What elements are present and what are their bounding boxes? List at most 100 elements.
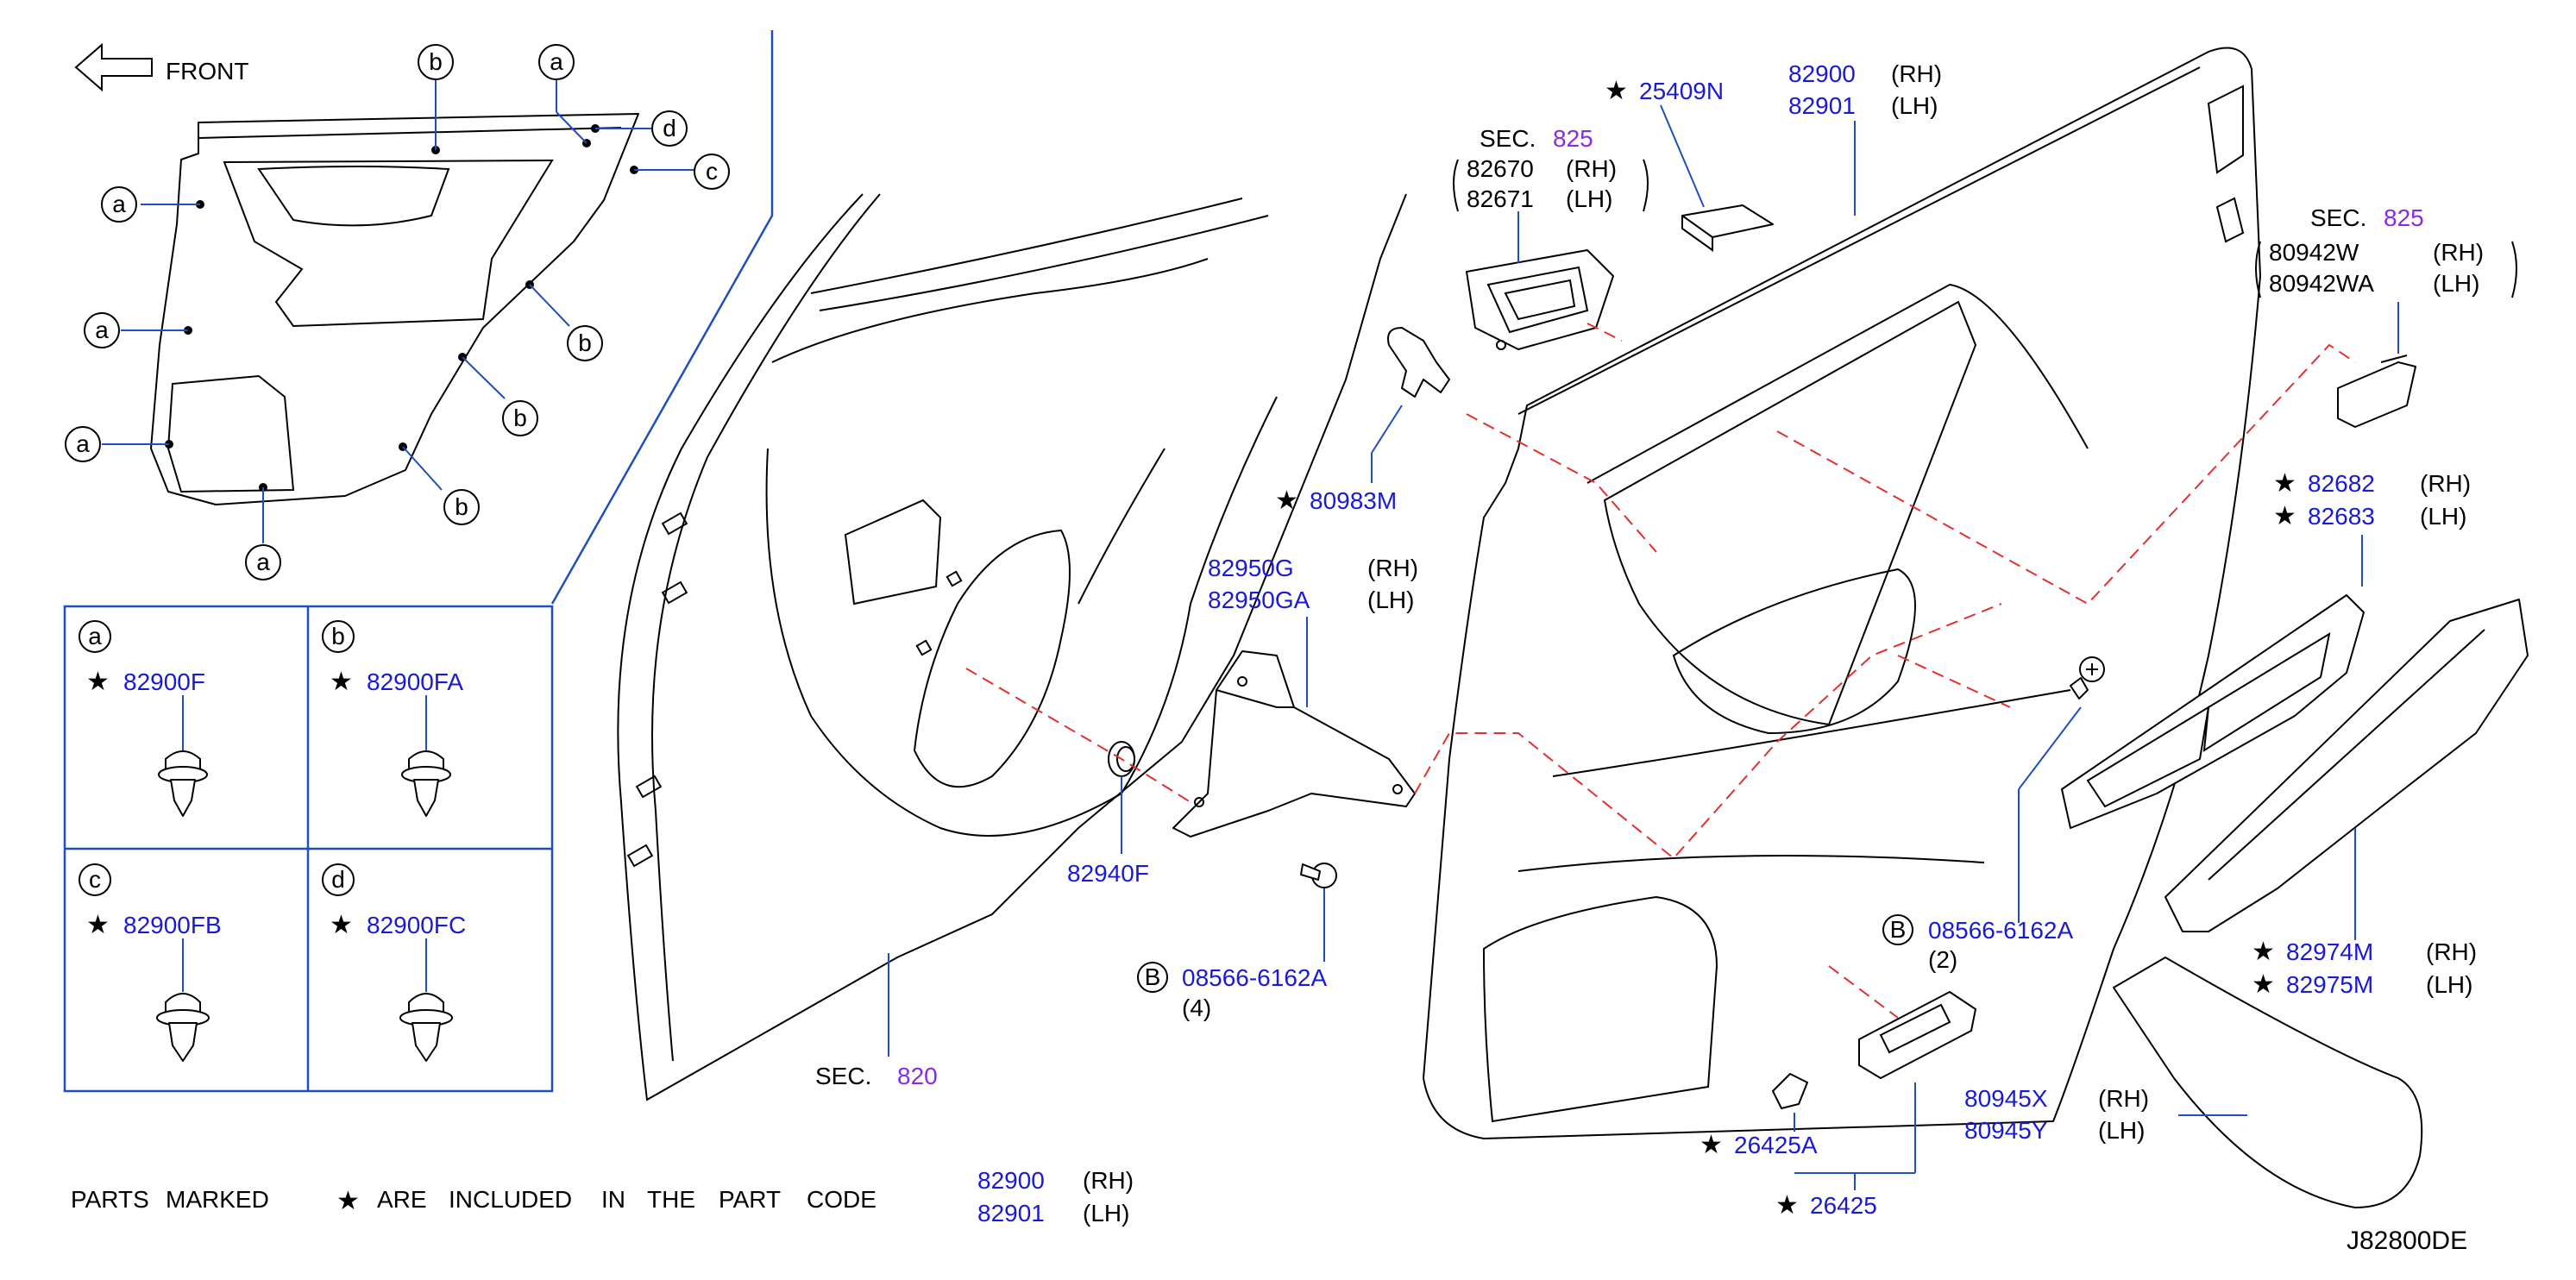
label-sec820: SEC. 820	[815, 953, 938, 1089]
star-icon: ★	[336, 1187, 360, 1215]
svg-text:d: d	[663, 115, 676, 141]
part-number-82950g[interactable]: 82950G	[1208, 555, 1294, 581]
star-icon: ★	[2252, 938, 2275, 966]
section-ref-825[interactable]: 825	[1553, 125, 1593, 152]
svg-text:(LH): (LH)	[1083, 1200, 1129, 1227]
bulb-26425a	[1772, 1073, 1808, 1109]
part-number-80945x[interactable]: 80945X	[1964, 1085, 2048, 1112]
label-82900-bottom: 82900 (RH) 82901 (LH)	[977, 1167, 1134, 1227]
svg-text:c: c	[89, 866, 101, 893]
svg-text:a: a	[88, 623, 102, 649]
callout-a3: a	[65, 426, 101, 462]
part-number-82950ga[interactable]: 82950GA	[1208, 587, 1310, 613]
svg-text:80942W: 80942W	[2269, 239, 2359, 266]
svg-text:PART: PART	[719, 1186, 781, 1213]
assembly-guide-lines	[965, 323, 2356, 1019]
bracket-82950g	[1172, 650, 1416, 838]
front-indicator: FRONT	[74, 42, 248, 92]
clip-cell-b: b ★ 82900FA	[322, 620, 463, 817]
part-number-82974m[interactable]: 82974M	[2286, 938, 2373, 965]
clip-d-part-number: 82900FC	[367, 912, 466, 938]
star-icon: ★	[2252, 970, 2275, 999]
pad-80945x	[2113, 957, 2423, 1208]
part-number-82975m[interactable]: 82975M	[2286, 971, 2373, 998]
label-sec825-82670: SEC. 825 82670 (RH) 82671 (LH)	[1453, 125, 1649, 263]
switch-80942w	[2337, 355, 2416, 428]
label-80945x: 80945X (RH) 80945Y (LH)	[1964, 1085, 2247, 1144]
svg-text:IN: IN	[601, 1186, 625, 1213]
clip-c-part-number: 82900FB	[123, 912, 222, 938]
label-82682: ★ 82682 (RH) ★ 82683 (LH)	[2273, 469, 2471, 587]
door-trim-panel	[1423, 47, 2261, 1139]
label-bolt-right: B 08566-6162A (2)	[1882, 706, 2082, 973]
part-number-80983m[interactable]: 80983M	[1310, 487, 1397, 514]
label-25409n: ★ 25409N	[1605, 77, 1724, 208]
star-icon: ★	[86, 911, 110, 939]
label-82900-top: 82900 (RH) 82901 (LH)	[1788, 60, 1942, 216]
svg-text:c: c	[706, 158, 718, 185]
star-icon: ★	[330, 911, 353, 939]
inset-door-trim-outline	[150, 113, 639, 505]
front-label: FRONT	[166, 58, 248, 85]
label-82940f: 82940F	[1067, 776, 1149, 887]
svg-text:(RH): (RH)	[1083, 1167, 1134, 1194]
star-icon: ★	[86, 668, 110, 696]
svg-text:PARTS: PARTS	[71, 1186, 149, 1213]
part-number-82900-bottom[interactable]: 82900	[977, 1167, 1045, 1194]
screw-right	[2070, 656, 2105, 700]
clip-cover-25409n	[1681, 204, 1774, 252]
svg-text:(LH): (LH)	[2098, 1117, 2145, 1144]
star-icon: ★	[330, 668, 353, 696]
svg-text:82671: 82671	[1467, 185, 1534, 212]
svg-text:d: d	[331, 866, 345, 893]
svg-text:80942WA: 80942WA	[2269, 270, 2374, 297]
svg-text:MARKED: MARKED	[166, 1186, 269, 1213]
svg-text:b: b	[455, 493, 468, 520]
part-number-08566-6162a-right[interactable]: 08566-6162A	[1928, 917, 2073, 944]
section-ref-820[interactable]: 820	[897, 1063, 938, 1089]
svg-text:ARE: ARE	[377, 1186, 427, 1213]
svg-text:(LH): (LH)	[2420, 503, 2466, 530]
label-26425: ★ 26425	[1775, 1082, 1916, 1220]
svg-text:(RH): (RH)	[1566, 155, 1617, 182]
section-ref-825-b[interactable]: 825	[2384, 204, 2424, 231]
svg-text:b: b	[513, 405, 527, 431]
door-inner-panel	[617, 193, 1407, 1101]
callout-d: d	[651, 110, 688, 147]
svg-text:(RH): (RH)	[2433, 239, 2484, 266]
clip-location-inset: a a a a a b b b b c d	[65, 44, 730, 580]
svg-text:a: a	[256, 549, 270, 575]
inset-speaker-outline	[166, 374, 295, 493]
lamp-switch-26425	[1858, 991, 1976, 1079]
part-number-82940f[interactable]: 82940F	[1067, 860, 1149, 887]
part-number-82683[interactable]: 82683	[2308, 503, 2375, 530]
part-number-26425[interactable]: 26425	[1810, 1192, 1877, 1219]
svg-text:INCLUDED: INCLUDED	[449, 1186, 572, 1213]
clip-a-icon	[158, 750, 208, 817]
star-icon: ★	[1275, 486, 1298, 515]
svg-text:CODE: CODE	[807, 1186, 876, 1213]
star-icon: ★	[1700, 1131, 1723, 1159]
svg-text:a: a	[95, 317, 109, 343]
svg-text:82670: 82670	[1467, 155, 1534, 182]
svg-text:B: B	[1890, 916, 1907, 943]
part-number-08566-6162a[interactable]: 08566-6162A	[1182, 964, 1327, 991]
part-number-80945y[interactable]: 80945Y	[1964, 1117, 2048, 1144]
inset-divider-line	[550, 30, 774, 605]
part-number-25409n[interactable]: 25409N	[1639, 78, 1724, 104]
part-number-26425a[interactable]: 26425A	[1734, 1132, 1818, 1158]
callout-a5: a	[538, 44, 575, 80]
part-number-82901[interactable]: 82901	[1788, 92, 1856, 119]
svg-text:THE: THE	[647, 1186, 695, 1213]
part-number-82900[interactable]: 82900	[1788, 60, 1856, 87]
callout-b4: b	[443, 489, 480, 525]
part-number-82682[interactable]: 82682	[2308, 470, 2375, 497]
clip-table: a ★ 82900F b ★ 82900FA c ★	[63, 605, 554, 1093]
footnote: PARTS MARKED ★ ARE INCLUDED IN THE PART …	[71, 1186, 876, 1215]
clip-cell-d: d ★ 82900FC	[322, 863, 466, 1062]
label-82950g: 82950G (RH) 82950GA (LH)	[1208, 555, 1418, 707]
screw-left	[1300, 863, 1337, 888]
part-number-82901-bottom[interactable]: 82901	[977, 1200, 1045, 1227]
clip-d-icon	[399, 993, 453, 1062]
